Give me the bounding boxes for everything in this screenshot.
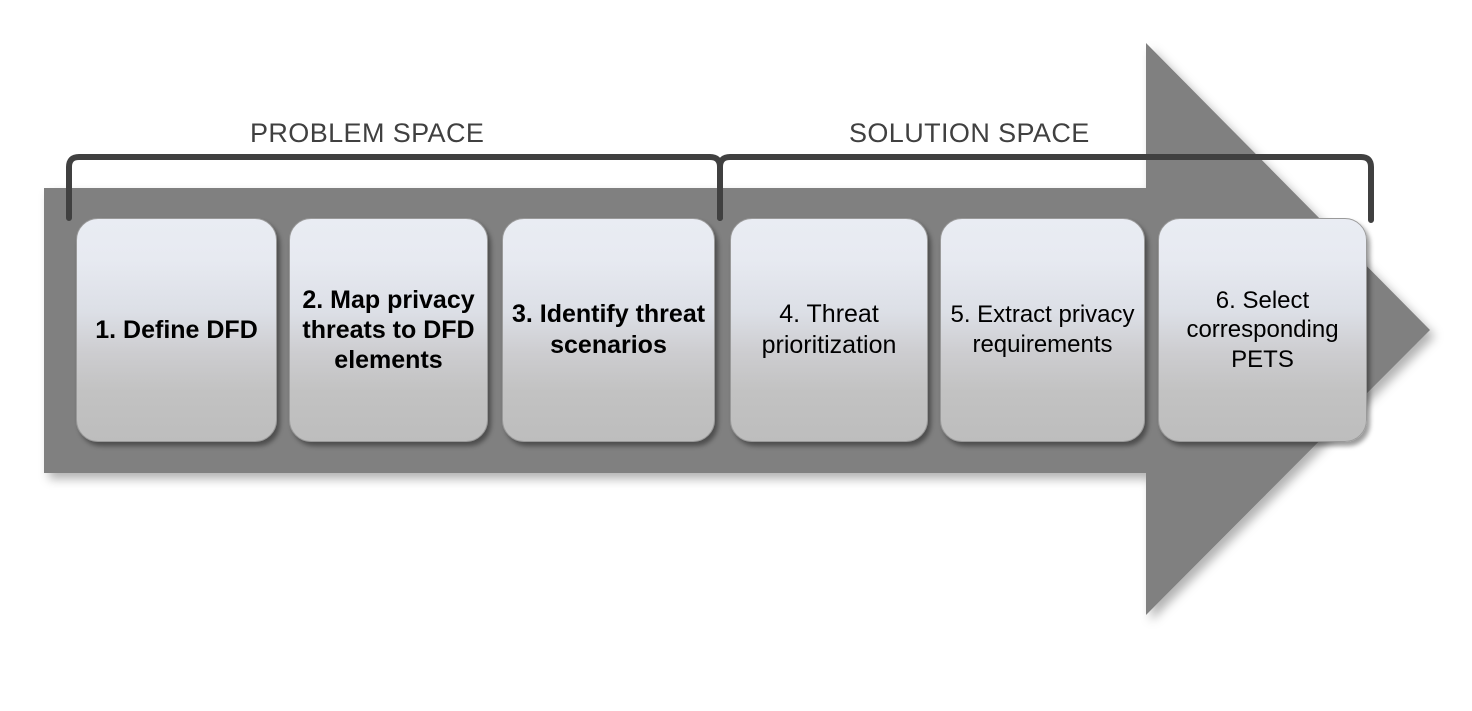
- step-box-1[interactable]: 1. Define DFD: [76, 218, 277, 442]
- step-label-6: 6. Select corresponding PETS: [1186, 286, 1339, 373]
- step-label-3: 3. Identify threat scenarios: [511, 300, 706, 359]
- phase-label-problem-space: PROBLEM SPACE: [250, 118, 485, 148]
- step-label-4: 4. Threat prioritization: [761, 300, 897, 359]
- step-label-2: 2. Map privacy threats to DFD elements: [302, 285, 475, 375]
- step-box-6[interactable]: 6. Select corresponding PETS: [1158, 218, 1367, 442]
- step-box-2[interactable]: 2. Map privacy threats to DFD elements: [289, 218, 488, 442]
- phase-label-solution-space: SOLUTION SPACE: [849, 118, 1090, 148]
- step-box-5[interactable]: 5. Extract privacy requirements: [940, 218, 1145, 442]
- step-label-1: 1. Define DFD: [95, 315, 258, 344]
- step-label-5: 5. Extract privacy requirements: [950, 301, 1135, 358]
- step-box-4[interactable]: 4. Threat prioritization: [730, 218, 928, 442]
- step-box-3[interactable]: 3. Identify threat scenarios: [502, 218, 715, 442]
